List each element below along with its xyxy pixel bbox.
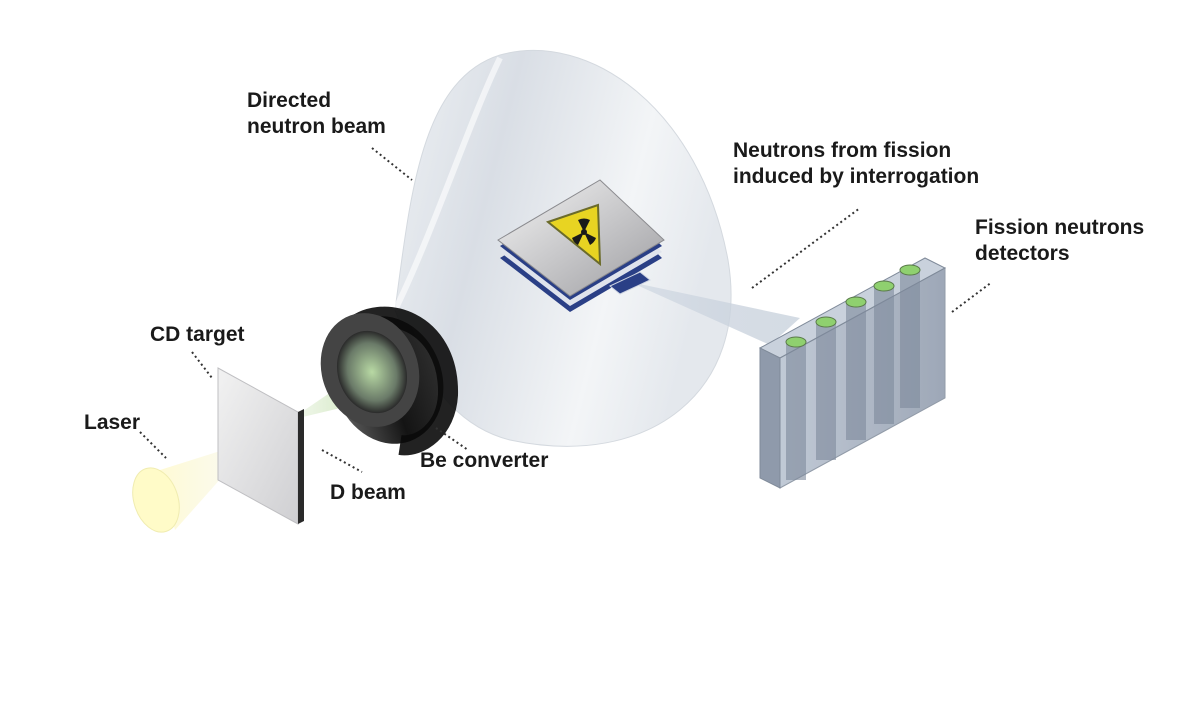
label-directed-neutron-beam: Directed neutron beam (247, 89, 386, 138)
label-cd-target: CD target (150, 323, 245, 346)
radiation-icon (545, 203, 602, 267)
cd-target-plate (217, 367, 304, 525)
label-fission-detectors: Fission neutrons detectors (975, 216, 1145, 265)
leader-directed-beam (371, 147, 413, 181)
leader-lines (139, 147, 993, 473)
fission-neutron-beam (630, 282, 800, 345)
label-d-beam: D beam (330, 481, 406, 504)
leader-d-beam (321, 449, 363, 473)
detector-tubes (785, 264, 921, 480)
detector-tube (785, 336, 807, 480)
detector-tube (899, 264, 921, 408)
leader-fission-neutrons (751, 207, 861, 289)
label-laser: Laser (84, 411, 141, 434)
leader-cd-target (191, 351, 213, 379)
leader-laser (139, 431, 167, 459)
detector-tube (815, 316, 837, 460)
label-fission-neutrons: Neutrons from fission induced by interro… (733, 139, 980, 188)
be-converter-ring (320, 306, 459, 456)
detector-tube (845, 296, 867, 440)
detector-tube (873, 280, 895, 424)
leader-be-converter (435, 427, 469, 451)
label-be-converter: Be converter (420, 449, 549, 472)
leader-detectors (951, 281, 993, 313)
